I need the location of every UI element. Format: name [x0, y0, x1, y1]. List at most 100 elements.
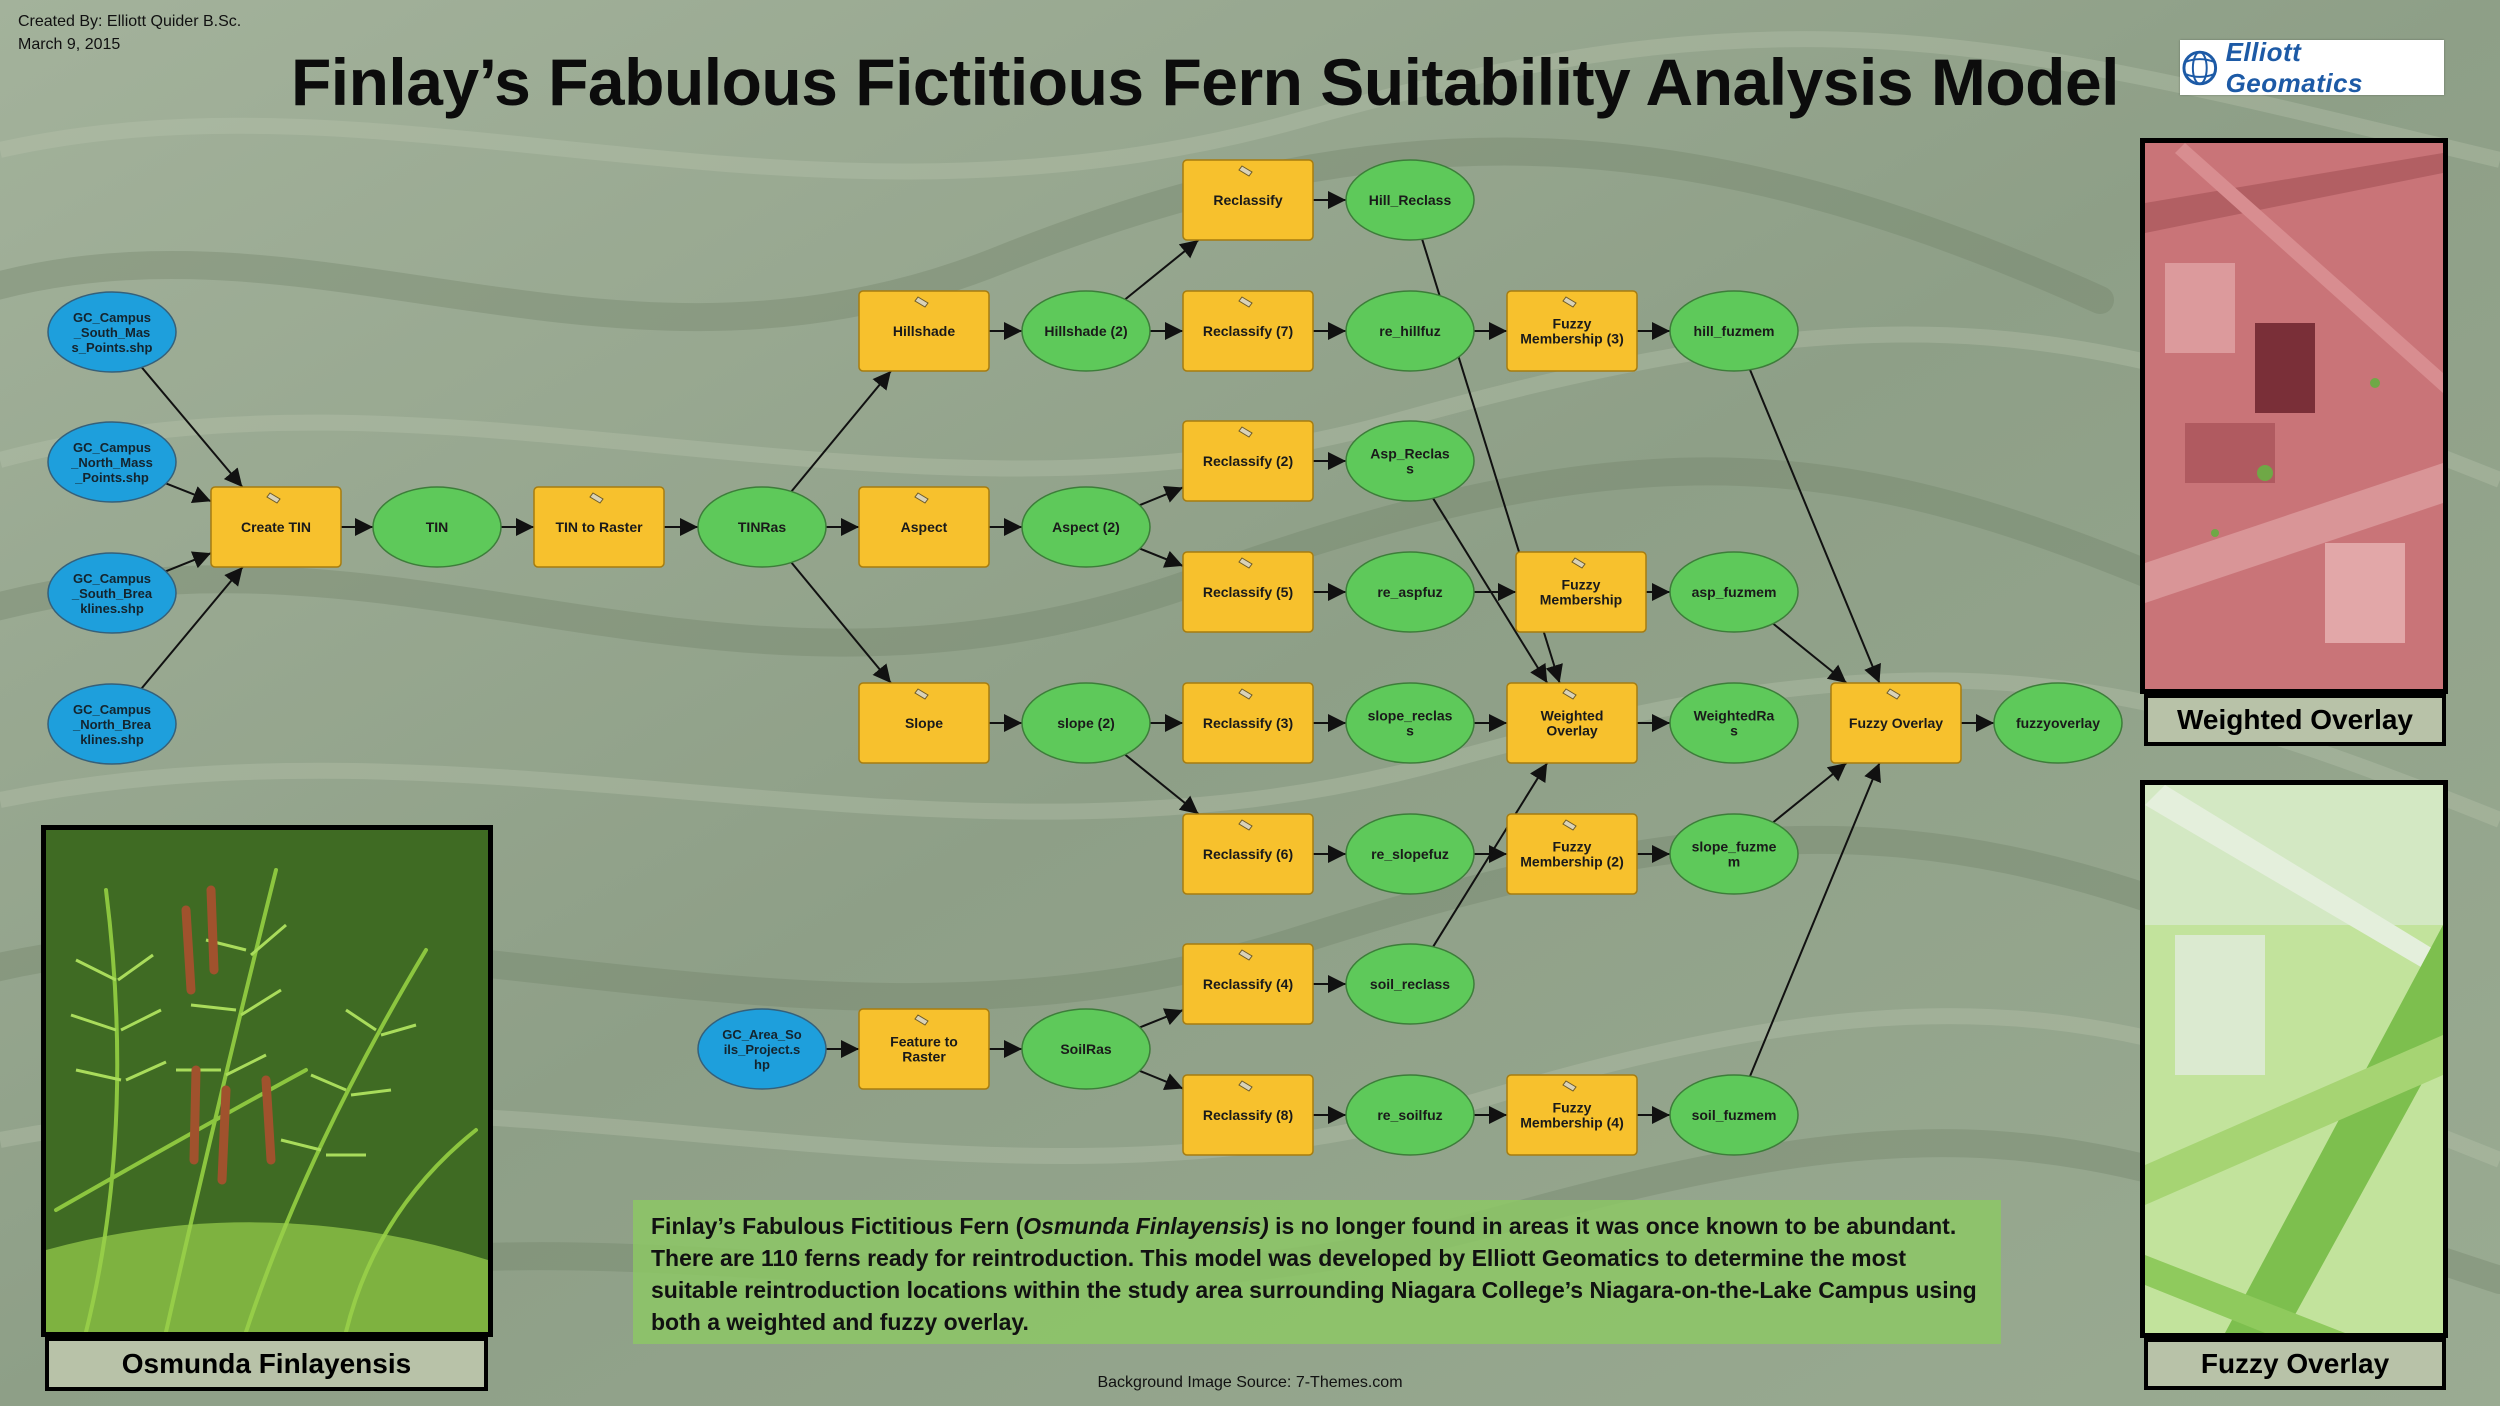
output-ellipse	[1021, 486, 1151, 568]
output-node-tin[interactable]: TIN	[372, 486, 502, 568]
output-aspect2-label: Aspect (2)	[1052, 519, 1120, 535]
input-ellipse	[47, 552, 177, 634]
input-node-in1[interactable]: GC_Campus_South_Mass_Points.shp	[47, 291, 177, 373]
output-ellipse	[1021, 1008, 1151, 1090]
hammer-icon	[914, 688, 929, 700]
output-node-hillreclass[interactable]: Hill_Reclass	[1345, 159, 1475, 241]
tool-fuzzy2-label: Fuzzy	[1553, 839, 1592, 855]
output-node-slopefuzmem[interactable]: slope_fuzmem	[1669, 813, 1799, 895]
tool-createtin-label: Create TIN	[241, 519, 311, 535]
output-node-rehillfuz[interactable]: re_hillfuz	[1345, 290, 1475, 372]
connector-soilras-to-reclassify4	[1139, 1008, 1184, 1029]
hammer-icon	[1562, 688, 1577, 700]
output-node-hillfuzmem[interactable]: hill_fuzmem	[1669, 290, 1799, 372]
description-species: Osmunda Finlayensis)	[1023, 1213, 1269, 1239]
output-node-aspfuzmem[interactable]: asp_fuzmem	[1669, 551, 1799, 633]
company-logo: Elliott Geomatics	[2180, 37, 2444, 98]
fern-caption: Osmunda Finlayensis	[45, 1337, 488, 1391]
tool-node-tin2raster[interactable]: TIN to Raster	[533, 486, 665, 568]
tool-node-reclassify7[interactable]: Reclassify (7)	[1182, 290, 1314, 372]
tool-node-reclassify4[interactable]: Reclassify (4)	[1182, 943, 1314, 1025]
connector-slopefuzmem-to-fuzzyoverlay	[1772, 762, 1848, 824]
input-in5-label: GC_Area_So	[722, 1027, 802, 1042]
output-ellipse	[1345, 813, 1475, 895]
output-node-resoilfuz[interactable]: re_soilfuz	[1345, 1074, 1475, 1156]
output-slope2-label: slope (2)	[1057, 715, 1115, 731]
tool-node-reclassify[interactable]: Reclassify	[1182, 159, 1314, 241]
connector-hillfuzmem-to-fuzzyoverlay	[1749, 369, 1881, 684]
output-node-slope2[interactable]: slope (2)	[1021, 682, 1151, 764]
output-node-hillshade2[interactable]: Hillshade (2)	[1021, 290, 1151, 372]
tool-reclassify-label: Reclassify	[1213, 192, 1282, 208]
image-source: Background Image Source: 7-Themes.com	[1097, 1374, 1403, 1391]
output-node-aspect2[interactable]: Aspect (2)	[1021, 486, 1151, 568]
output-node-fuzzyoverlayout[interactable]: fuzzyoverlay	[1993, 682, 2123, 764]
output-aspfuzmem-label: asp_fuzmem	[1692, 584, 1777, 600]
tool-box	[1182, 813, 1314, 895]
tool-node-fuzzyoverlay[interactable]: Fuzzy Overlay	[1830, 682, 1962, 764]
tool-node-slope[interactable]: Slope	[858, 682, 990, 764]
input-in4-label: _North_Brea	[72, 717, 152, 732]
tool-box	[1182, 1074, 1314, 1156]
tool-node-hillshade[interactable]: Hillshade	[858, 290, 990, 372]
output-ellipse	[1669, 813, 1799, 895]
output-node-soilreclass[interactable]: soil_reclass	[1345, 943, 1475, 1025]
input-node-in2[interactable]: GC_Campus_North_Mass_Points.shp	[47, 421, 177, 503]
tool-node-reclassify3[interactable]: Reclassify (3)	[1182, 682, 1314, 764]
output-ellipse	[1345, 682, 1475, 764]
output-soilfuzmem-label: soil_fuzmem	[1692, 1107, 1777, 1123]
output-node-tinras[interactable]: TINRas	[697, 486, 827, 568]
tool-reclassify6-label: Reclassify (6)	[1203, 846, 1293, 862]
input-in2-label: _North_Mass	[70, 455, 153, 470]
output-ellipse	[1345, 159, 1475, 241]
output-node-slopereclass[interactable]: slope_reclass	[1345, 682, 1475, 764]
tool-reclassify8-label: Reclassify (8)	[1203, 1107, 1293, 1123]
tool-node-aspect[interactable]: Aspect	[858, 486, 990, 568]
hammer-icon	[266, 492, 281, 504]
output-weightedras-label: WeightedRa	[1694, 708, 1775, 724]
output-node-reaspfuz[interactable]: re_aspfuz	[1345, 551, 1475, 633]
input-in5-label: hp	[754, 1057, 770, 1072]
output-node-reslopefuz[interactable]: re_slopefuz	[1345, 813, 1475, 895]
output-soilreclass-label: soil_reclass	[1370, 976, 1450, 992]
tool-node-reclassify6[interactable]: Reclassify (6)	[1182, 813, 1314, 895]
output-rehillfuz-label: re_hillfuz	[1379, 323, 1440, 339]
tool-feature2raster-label: Raster	[902, 1049, 946, 1065]
output-node-soilras[interactable]: SoilRas	[1021, 1008, 1151, 1090]
input-in3-label: _South_Brea	[71, 586, 153, 601]
connector-tinras-to-slope	[790, 561, 892, 684]
input-in1-label: GC_Campus	[73, 310, 151, 325]
tool-node-reclassify2[interactable]: Reclassify (2)	[1182, 420, 1314, 502]
tool-fuzzy3-label: Membership (3)	[1520, 331, 1623, 347]
output-ellipse	[1345, 943, 1475, 1025]
output-node-aspreclass[interactable]: Asp_Reclass	[1345, 420, 1475, 502]
tool-box	[1506, 1074, 1638, 1156]
output-node-soilfuzmem[interactable]: soil_fuzmem	[1669, 1074, 1799, 1156]
output-weightedras-label: s	[1730, 723, 1738, 739]
tool-box	[858, 290, 990, 372]
tool-node-createtin[interactable]: Create TIN	[210, 486, 342, 568]
output-ellipse	[1669, 551, 1799, 633]
tool-fuzzy3-label: Fuzzy	[1553, 316, 1592, 332]
output-slopefuzmem-label: m	[1728, 854, 1740, 870]
tool-fuzzy-label: Membership	[1540, 592, 1622, 608]
tool-box	[1182, 682, 1314, 764]
tool-node-reclassify8[interactable]: Reclassify (8)	[1182, 1074, 1314, 1156]
input-ellipse	[697, 1008, 827, 1090]
fuzzy-overlay-caption: Fuzzy Overlay	[2144, 1338, 2446, 1390]
hammer-icon	[1238, 819, 1253, 831]
output-hillfuzmem-label: hill_fuzmem	[1694, 323, 1775, 339]
input-in1-label: _South_Mas	[73, 325, 151, 340]
tool-reclassify5-label: Reclassify (5)	[1203, 584, 1293, 600]
tool-node-reclassify5[interactable]: Reclassify (5)	[1182, 551, 1314, 633]
